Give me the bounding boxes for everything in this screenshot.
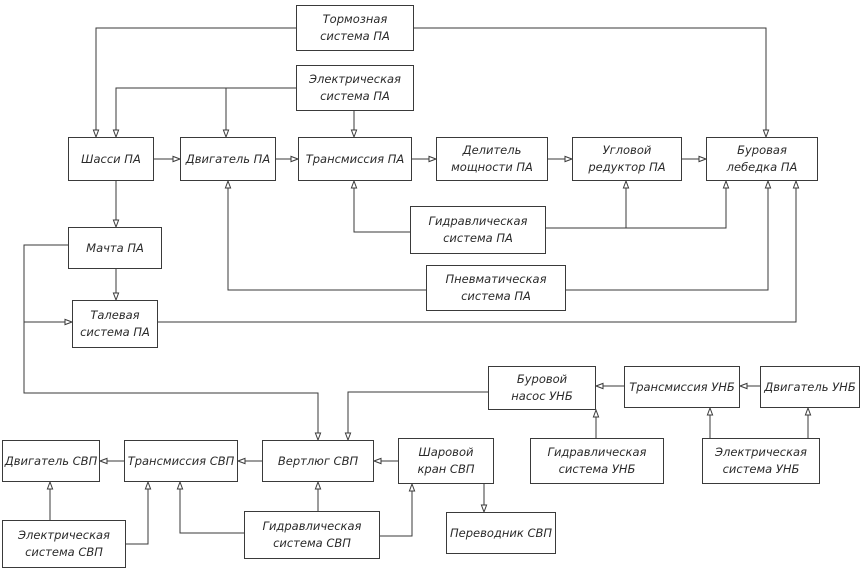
electric-system-svp-block: Электрическая система СВП <box>2 520 126 568</box>
electric-system-unb-block: Электрическая система УНБ <box>702 438 820 484</box>
arrowhead <box>722 179 730 189</box>
transmission-unb-block: Трансмиссия УНБ <box>624 366 740 408</box>
arrowhead <box>698 155 708 163</box>
angle-gearbox-block: Угловой редуктор ПА <box>572 137 682 181</box>
connector-line <box>566 181 769 291</box>
arrowhead <box>344 432 352 442</box>
hydraulic-system-svp-block: Гидравлическая система СВП <box>244 511 380 559</box>
arrowhead <box>46 480 54 490</box>
connector-line <box>23 244 319 440</box>
arrowhead <box>314 480 322 490</box>
engine-pa-block: Двигатель ПА <box>180 137 276 181</box>
connector-line <box>158 181 797 323</box>
arrowhead <box>290 155 300 163</box>
hydraulic-system-pa-block: Гидравлическая система ПА <box>410 206 546 254</box>
connector-line <box>546 181 627 229</box>
arrowhead <box>762 129 770 139</box>
arrowhead <box>236 457 246 465</box>
engine-unb-block: Двигатель УНБ <box>760 366 860 408</box>
arrowhead <box>176 480 184 490</box>
arrowhead <box>222 129 230 139</box>
connector-line <box>414 27 767 137</box>
arrowhead <box>764 179 772 189</box>
hydraulic-system-unb-block: Гидравлическая система УНБ <box>530 438 664 484</box>
connector-line <box>353 181 410 233</box>
ball-valve-block: Шаровой кран СВП <box>398 438 494 484</box>
connector-line <box>225 87 296 137</box>
pneumatic-system-block: Пневматическая система ПА <box>426 265 566 311</box>
arrowhead <box>480 504 488 514</box>
electric-system-pa-block: Электрическая система ПА <box>296 65 414 111</box>
transmission-pa-block: Трансмиссия ПА <box>298 137 412 181</box>
connector-line <box>126 482 149 545</box>
mud-pump-block: Буровой насос УНБ <box>488 366 596 410</box>
connector-line <box>179 482 244 534</box>
arrowhead <box>224 179 232 189</box>
adapter-sub-block: Переводник СВП <box>446 512 556 554</box>
tackle-system-block: Талевая система ПА <box>72 300 158 348</box>
mast-block: Мачта ПА <box>68 227 162 269</box>
brake-system-block: Тормозная система ПА <box>296 5 414 51</box>
arrowhead <box>172 155 182 163</box>
arrowhead <box>792 179 800 189</box>
arrowhead <box>350 179 358 189</box>
arrowhead <box>428 155 438 163</box>
connector-line <box>115 87 296 137</box>
arrowhead <box>64 318 74 326</box>
arrowhead <box>112 219 120 229</box>
arrowhead <box>92 129 100 139</box>
transmission-svp-block: Трансмиссия СВП <box>124 440 238 482</box>
drawworks-block: Буровая лебедка ПА <box>706 137 818 181</box>
connector-line <box>95 27 296 137</box>
power-divider-block: Делитель мощности ПА <box>436 137 548 181</box>
arrowhead <box>622 179 630 189</box>
arrowhead <box>350 129 358 139</box>
arrowhead <box>738 382 748 390</box>
arrowhead <box>594 382 604 390</box>
arrowhead <box>804 406 812 416</box>
arrowhead <box>98 457 108 465</box>
arrowhead <box>706 406 714 416</box>
swivel-block: Вертлюг СВП <box>262 440 374 482</box>
connector-line <box>347 391 488 440</box>
arrowhead <box>144 480 152 490</box>
arrowhead <box>564 155 574 163</box>
connector-line <box>380 484 413 537</box>
arrowhead <box>112 292 120 302</box>
arrowhead <box>112 129 120 139</box>
arrowhead <box>314 432 322 442</box>
arrowhead <box>408 482 416 492</box>
connector-line <box>227 181 426 291</box>
connector-line <box>546 181 727 229</box>
engine-svp-block: Двигатель СВП <box>2 440 100 482</box>
arrowhead <box>372 457 382 465</box>
arrowhead <box>592 408 600 418</box>
chassis-block: Шасси ПА <box>68 137 154 181</box>
